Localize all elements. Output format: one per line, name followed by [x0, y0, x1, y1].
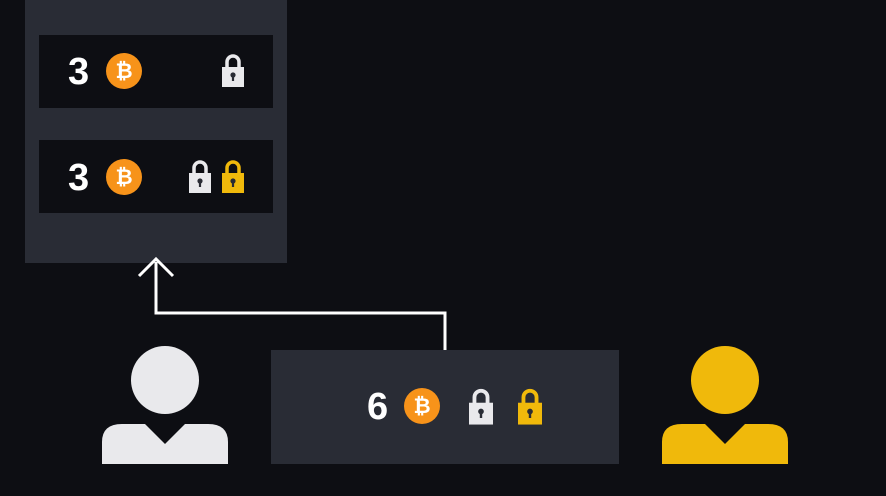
- output-1-amount: 3: [68, 51, 90, 93]
- bitcoin-icon: ₿: [106, 53, 142, 89]
- bitcoin-icon: ₿: [404, 388, 440, 424]
- user-icon: [102, 346, 228, 464]
- padlock-icon: [222, 53, 244, 87]
- output-2-amount: 3: [68, 157, 90, 199]
- padlock-icon: [469, 387, 493, 425]
- padlock-icon: [518, 387, 542, 425]
- padlock-icon: [189, 159, 211, 193]
- padlock-icon: [222, 159, 244, 193]
- user-icon: [662, 346, 788, 464]
- transaction-box: [271, 350, 619, 464]
- transaction-amount: 6: [367, 386, 389, 428]
- bitcoin-icon: ₿: [106, 159, 142, 195]
